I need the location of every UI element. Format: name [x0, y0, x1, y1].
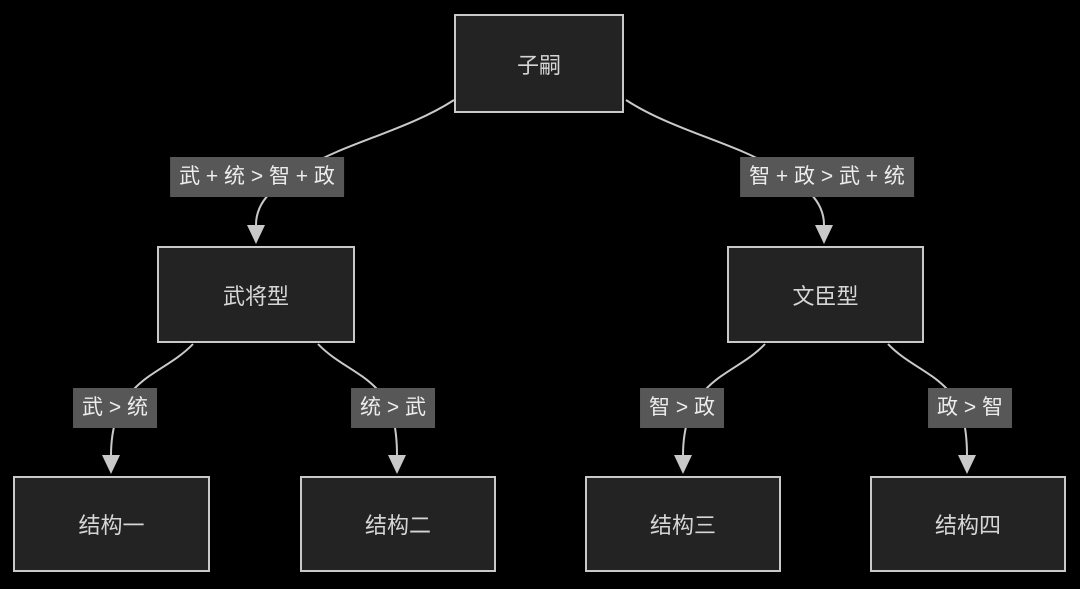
edge-label-civil-to-leaf4: 政 > 智	[928, 388, 1012, 428]
arrowhead-civil-to-leaf3	[674, 455, 692, 474]
node-label: 文臣型	[792, 283, 859, 309]
edge-military-to-leaf1	[110, 343, 194, 457]
node-label: 结构四	[934, 513, 1001, 538]
edge-civil-to-leaf4	[887, 343, 968, 457]
node-label: 结构二	[364, 513, 431, 538]
node-label: 结构一	[78, 513, 145, 538]
edge-label-military-to-leaf1: 武 > 统	[73, 388, 157, 428]
node-structure-4: 结构四	[870, 476, 1066, 572]
arrowhead-root-to-civil	[815, 225, 833, 244]
node-structure-1: 结构一	[13, 476, 210, 572]
edge-label-root-to-military: 武 + 统 > 智 + 政	[170, 157, 344, 197]
edge-military-to-leaf2	[317, 343, 398, 457]
arrowhead-civil-to-leaf4	[958, 455, 976, 474]
node-structure-2: 结构二	[300, 476, 496, 572]
edge-civil-to-leaf3	[682, 343, 766, 457]
arrowhead-military-to-leaf1	[102, 455, 120, 474]
arrowhead-root-to-military	[247, 225, 265, 244]
arrowhead-military-to-leaf2	[388, 455, 406, 474]
edge-label-military-to-leaf2: 统 > 武	[351, 388, 435, 428]
node-label: 子嗣	[516, 52, 561, 78]
edge-label-civil-to-leaf3: 智 > 政	[640, 388, 724, 428]
node-military-type: 武将型	[157, 246, 355, 343]
node-structure-3: 结构三	[585, 476, 781, 572]
node-label: 结构三	[649, 513, 716, 538]
node-root-heir: 子嗣	[454, 14, 624, 113]
edge-label-root-to-civil: 智 + 政 > 武 + 统	[740, 157, 914, 197]
node-label: 武将型	[222, 283, 289, 309]
node-civil-type: 文臣型	[727, 246, 924, 343]
